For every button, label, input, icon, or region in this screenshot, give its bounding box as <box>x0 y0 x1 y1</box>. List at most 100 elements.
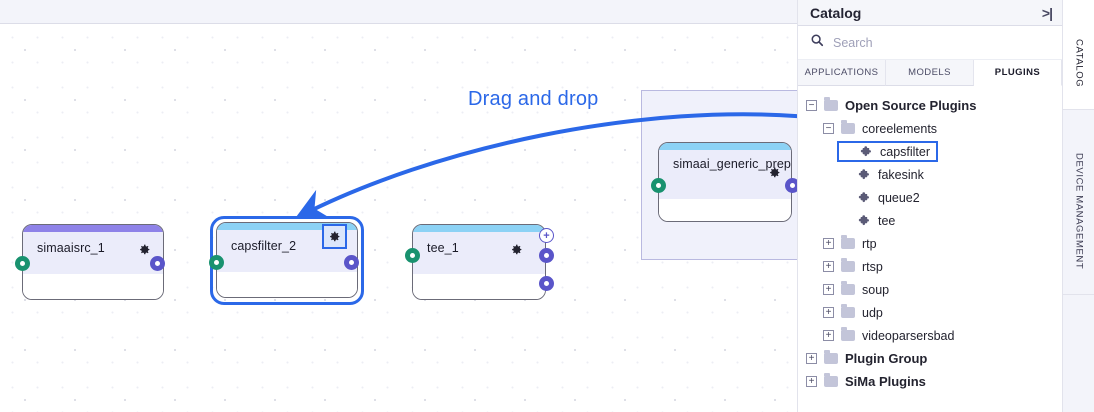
puzzle-icon <box>858 191 871 204</box>
node-title: tee_1 <box>427 241 459 255</box>
side-tab-rail: CATALOG DEVICE MANAGEMENT <box>1062 0 1094 412</box>
folder-icon <box>824 373 838 387</box>
expand-icon[interactable]: + <box>806 353 817 364</box>
tree-item-label: rtsp <box>862 259 883 274</box>
node-header-bar <box>217 223 357 230</box>
output-port[interactable] <box>785 178 797 193</box>
node-simaai-generic-preproc-1[interactable]: simaai_generic_preproc_1 <box>658 142 792 222</box>
side-tab-catalog[interactable]: CATALOG <box>1063 0 1094 110</box>
output-port[interactable] <box>344 255 359 270</box>
tree-item-queue2[interactable]: queue2 <box>798 186 1062 209</box>
puzzle-icon <box>858 168 871 181</box>
folder-icon <box>841 258 855 272</box>
tree-item-fakesink[interactable]: fakesink <box>798 163 1062 186</box>
node-title: simaaisrc_1 <box>37 241 105 255</box>
node-lower-section <box>413 274 545 299</box>
input-port[interactable] <box>209 255 224 270</box>
tree-item-label: tee <box>878 213 896 228</box>
tree-spacer <box>840 192 851 203</box>
tree-spacer <box>840 169 851 180</box>
tab-models[interactable]: MODELS <box>886 60 974 86</box>
tree-item-label: videoparsersbad <box>862 328 955 343</box>
tree-item-label: udp <box>862 305 883 320</box>
search-input[interactable] <box>833 35 1023 50</box>
tree-item-rtp[interactable]: + rtp <box>798 232 1062 255</box>
tree-item-label: Plugin Group <box>845 351 928 366</box>
tree-item-rtsp[interactable]: + rtsp <box>798 255 1062 278</box>
tree-item-label: Open Source Plugins <box>845 98 977 113</box>
tree-item-plugin-group[interactable]: + Plugin Group <box>798 347 1062 370</box>
node-tee-1[interactable]: tee_1 <box>412 224 546 300</box>
gear-icon[interactable] <box>768 166 781 179</box>
node-simaaisrc-1[interactable]: simaaisrc_1 <box>22 224 164 300</box>
side-tab-device-management[interactable]: DEVICE MANAGEMENT <box>1063 110 1094 295</box>
folder-icon <box>841 281 855 295</box>
gear-icon[interactable] <box>138 243 151 256</box>
tab-plugins[interactable]: PLUGINS <box>974 60 1062 86</box>
node-upper-section: simaai_generic_preproc_1 <box>659 150 791 199</box>
output-port[interactable] <box>539 248 554 263</box>
tree-item-label: SiMa Plugins <box>845 374 926 389</box>
input-port[interactable] <box>405 248 420 263</box>
tree-item-label: rtp <box>862 236 877 251</box>
tree-item-tee[interactable]: tee <box>798 209 1062 232</box>
collapse-icon[interactable]: − <box>806 100 817 111</box>
tree-item-label: coreelements <box>862 121 938 136</box>
tree-spacer <box>842 146 853 157</box>
collapse-panel-icon[interactable]: >| <box>1041 4 1053 21</box>
expand-icon[interactable]: + <box>823 238 834 249</box>
catalog-search-bar[interactable] <box>798 26 1062 60</box>
input-port[interactable] <box>15 256 30 271</box>
expand-icon[interactable]: + <box>806 376 817 387</box>
node-title: capsfilter_2 <box>231 239 297 253</box>
catalog-panel-header: Catalog >| <box>798 0 1062 26</box>
expand-icon[interactable]: + <box>823 307 834 318</box>
node-header-bar <box>413 225 545 232</box>
node-lower-section <box>217 272 357 297</box>
collapse-icon[interactable]: − <box>823 123 834 134</box>
node-lower-section <box>23 274 163 299</box>
output-port[interactable] <box>150 256 165 271</box>
folder-icon <box>841 327 855 341</box>
node-capsfilter-2[interactable]: capsfilter_2 <box>216 222 358 298</box>
node-header-bar <box>23 225 163 232</box>
tree-item-label: soup <box>862 282 890 297</box>
tree-item-sima-plugins[interactable]: + SiMa Plugins <box>798 370 1062 393</box>
tree-item-label: fakesink <box>878 167 924 182</box>
tab-applications[interactable]: APPLICATIONS <box>798 60 886 86</box>
folder-icon <box>841 235 855 249</box>
folder-icon <box>841 120 855 134</box>
tree-item-udp[interactable]: + udp <box>798 301 1062 324</box>
selected-plugin-highlight[interactable]: capsfilter <box>837 141 939 162</box>
output-port[interactable] <box>539 276 554 291</box>
expand-icon[interactable]: + <box>823 261 834 272</box>
folder-icon <box>824 97 838 111</box>
input-port[interactable] <box>651 178 666 193</box>
gear-icon-highlight[interactable] <box>322 224 347 249</box>
node-upper-section: tee_1 <box>413 232 545 274</box>
folder-icon <box>824 350 838 364</box>
folder-icon <box>841 304 855 318</box>
catalog-tabs: APPLICATIONS MODELS PLUGINS <box>798 60 1062 86</box>
expand-icon[interactable]: + <box>823 284 834 295</box>
tree-spacer <box>840 215 851 226</box>
tree-item-open-source-plugins[interactable]: − Open Source Plugins <box>798 94 1062 117</box>
puzzle-icon <box>858 214 871 227</box>
tree-item-soup[interactable]: + soup <box>798 278 1062 301</box>
catalog-panel: Catalog >| APPLICATIONS MODELS PLUGINS −… <box>797 0 1062 412</box>
pipeline-canvas[interactable]: simaaisrc_1 capsfilter_2 <box>0 0 797 412</box>
node-upper-section: simaaisrc_1 <box>23 232 163 274</box>
tree-item-capsfilter[interactable]: capsfilter <box>798 140 1062 163</box>
gear-icon[interactable] <box>328 230 341 243</box>
node-header-bar <box>659 143 791 150</box>
add-port-button[interactable] <box>539 228 554 243</box>
puzzle-icon <box>860 145 873 158</box>
panel-title: Catalog <box>810 4 862 21</box>
tree-item-videoparsersbad[interactable]: + videoparsersbad <box>798 324 1062 347</box>
gear-icon[interactable] <box>510 243 523 256</box>
tree-item-coreelements[interactable]: − coreelements <box>798 117 1062 140</box>
expand-icon[interactable]: + <box>823 330 834 341</box>
canvas-top-strip <box>0 0 797 24</box>
